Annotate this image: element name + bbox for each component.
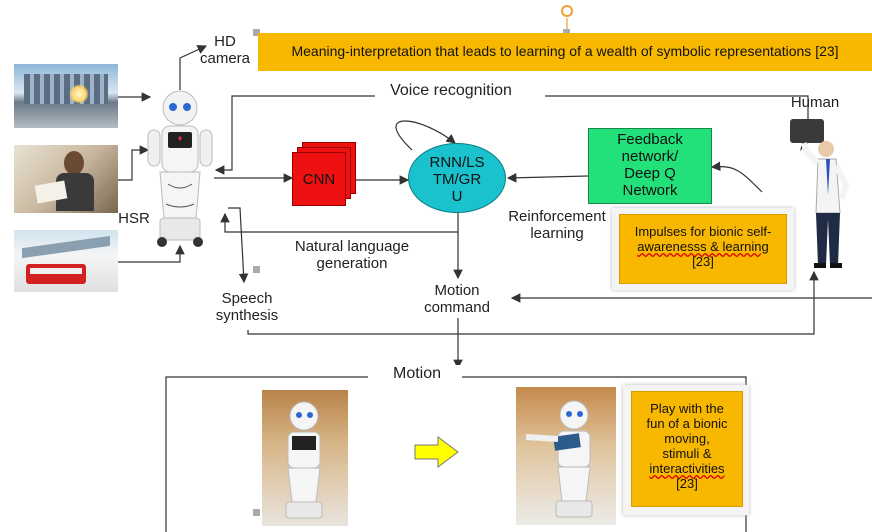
play-line2: fun of a bionic [646, 416, 728, 431]
bus-station-photo [14, 230, 118, 292]
voice-recognition-label: Voice recognition [390, 82, 512, 99]
play-line5: interactivities [649, 461, 725, 476]
image3-to-robot-arrow [118, 244, 185, 263]
voice-recognition-arrow [214, 95, 375, 175]
hsr-label: HSR [118, 210, 150, 227]
banner-text: Meaning-interpretation that leads to lea… [291, 43, 839, 59]
selection-handle[interactable] [253, 29, 260, 36]
play-line4: stimuli & [662, 446, 712, 461]
speech-synthesis-label: Speech synthesis [206, 290, 288, 324]
play-box: Play with the fun of a bionic moving, st… [631, 391, 743, 507]
speech-line1: Speech [221, 290, 273, 307]
nlg-line1: Natural language [294, 238, 410, 255]
human-to-feedback-arrow [710, 161, 763, 193]
motion-command-label: Motion command [414, 282, 500, 316]
robot-photo-left [262, 390, 348, 526]
image2-to-robot-arrow [118, 145, 150, 181]
hsr-robot-illustration [142, 88, 218, 248]
rotate-handle-icon [561, 5, 573, 17]
meaning-interpretation-banner: Meaning-interpretation that leads to lea… [258, 33, 872, 71]
rnn-lstm-gru-node: RNN/LS TM/GR U [408, 143, 506, 213]
hd-camera-line1: HD [214, 33, 236, 50]
feedback-label-line3: Deep Q [624, 165, 676, 182]
cnn-box: CNN [292, 152, 346, 206]
rnn-self-loop [395, 120, 456, 151]
selection-handle[interactable] [253, 509, 260, 516]
robot-to-speech-arrow [228, 207, 249, 284]
reinforcement-line2: learning [530, 225, 584, 242]
robot-photo-right [516, 387, 616, 525]
voice-line-right [545, 95, 809, 130]
impulses-box: Impulses for bionic self- awarenesss & l… [619, 214, 787, 284]
rnn-label-line2: TM/GR [432, 171, 482, 188]
cnn-label: CNN [302, 171, 336, 188]
yellow-right-arrow-icon [414, 435, 460, 474]
feedback-network-box: Feedback network/ Deep Q Network [588, 128, 712, 204]
feedback-label-line4: Network [622, 182, 678, 199]
impulses-line1: Impulses for bionic self- [634, 224, 772, 239]
impulses-line2: awarenesss & learning [637, 239, 769, 254]
motion-command-line2: command [424, 299, 490, 316]
hd-camera-label: HD camera [196, 33, 254, 67]
human-label: Human [790, 94, 840, 111]
hd-camera-line2: camera [199, 50, 251, 67]
rnn-label-line1: RNN/LS [429, 154, 485, 171]
rnn-label-line3: U [451, 188, 463, 205]
feedback-to-rnn-arrow [506, 172, 589, 183]
selection-handle[interactable] [253, 266, 260, 273]
selection-handle[interactable] [563, 29, 570, 36]
speech-to-human-arrow [247, 270, 819, 335]
play-line1: Play with the [650, 401, 724, 416]
person-reading-photo [14, 145, 118, 213]
speech-line2: synthesis [215, 307, 279, 324]
impulses-line3: [23] [692, 254, 714, 269]
feedback-label-line1: Feedback [617, 131, 683, 148]
building-photo [14, 64, 118, 128]
reinforcement-learning-label: Reinforcement learning [498, 208, 616, 242]
motion-box-left [165, 376, 368, 532]
feedback-label-line2: network/ [621, 148, 679, 165]
nlg-line2: generation [316, 255, 388, 272]
hd-camera-arrow [179, 45, 208, 90]
motion-command-line1: Motion [434, 282, 480, 299]
natural-language-generation-label: Natural language generation [278, 238, 426, 272]
nlg-arrow [220, 212, 459, 233]
reinforcement-line1: Reinforcement [508, 208, 606, 225]
motion-label: Motion [372, 365, 462, 382]
play-line6: [23] [676, 476, 698, 491]
play-line3: moving, [664, 431, 710, 446]
human-illustration [782, 115, 854, 271]
